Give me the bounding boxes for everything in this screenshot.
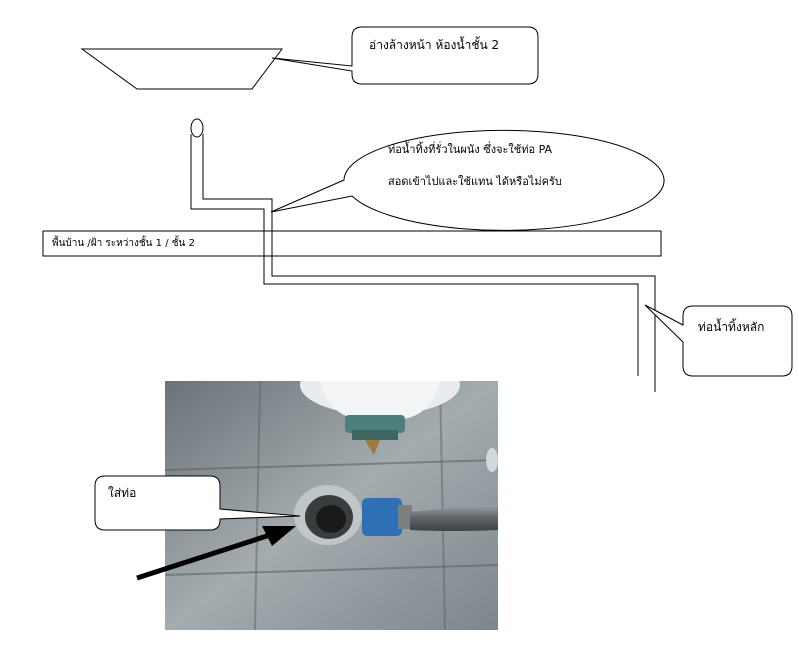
drain-photo [165,381,498,630]
pipe-question-line2: สอดเข้าไปและใช้แทน ได้หรือไม่ครับ [388,175,562,188]
floor-band [42,230,662,257]
floor-band-label: พื้นบ้าน /ฝ้า ระหว่างชั้น 1 / ชั้น 2 [52,238,195,249]
pipe-question-line1: ท่อน้ำทิ้งที่รั่วในผนัง ซึ่งจะใช้ท่อ PA [388,143,553,156]
basin-label: อ่างล้างหน้า ห้องน้ำชั้น 2 [369,38,500,52]
main-drain-callout-shape [644,304,793,377]
main-drain-label: ท่อน้ำทิ้งหลัก [698,320,765,334]
basin-shape [80,48,283,90]
insert-pipe-label: ใส่ท่อ [108,486,137,500]
arrow-head [262,526,296,546]
basin-callout-shape [271,26,539,85]
question-callout-shape [270,129,665,231]
arrow-shaft [136,532,271,581]
insert-pipe-callout-shape [94,475,301,531]
drain-outlet-oval [190,118,204,138]
